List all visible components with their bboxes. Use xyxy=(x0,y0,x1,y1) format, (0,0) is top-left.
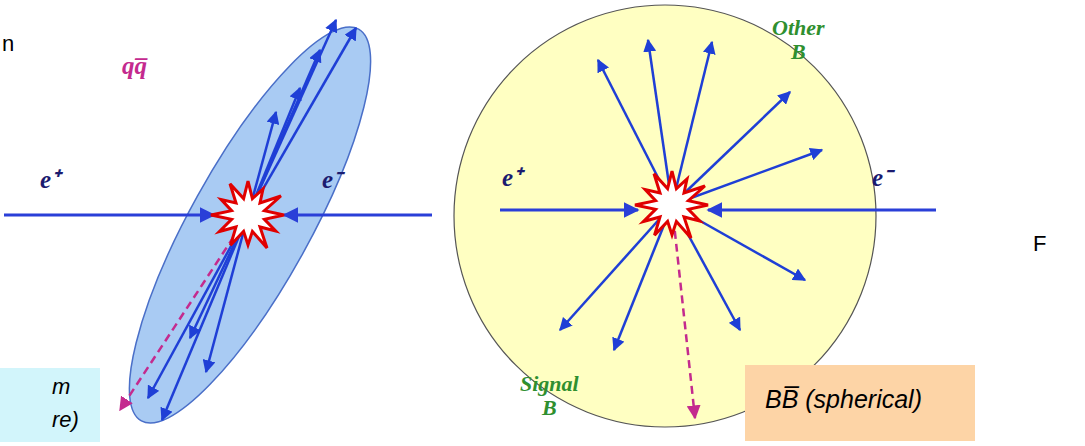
note-box: BB̅ (spherical) xyxy=(745,365,975,441)
note-box: m re) xyxy=(0,368,100,442)
beam-label: e⁺ xyxy=(502,164,521,192)
beam-label: e⁺ xyxy=(40,166,59,194)
signal-track xyxy=(120,215,248,410)
collision-star xyxy=(211,181,284,248)
particle-label: Signal B xyxy=(520,372,579,420)
jet-ellipse xyxy=(89,0,411,446)
track-arrows xyxy=(148,20,356,420)
beam-arrows xyxy=(500,209,936,212)
spherical-region xyxy=(454,5,876,427)
collision-star xyxy=(635,171,708,238)
note-text: m re) xyxy=(52,370,79,436)
track-arrows xyxy=(560,40,822,350)
beam-label: e⁻ xyxy=(872,164,891,192)
beam-label: e⁻ xyxy=(322,166,341,194)
fragment-text: F xyxy=(1033,232,1046,256)
fragment-text: n xyxy=(2,32,14,56)
note-text: BB̅ (spherical) xyxy=(765,381,975,419)
quark-label: qq̅ xyxy=(122,52,147,80)
particle-label: Other B xyxy=(772,16,825,64)
